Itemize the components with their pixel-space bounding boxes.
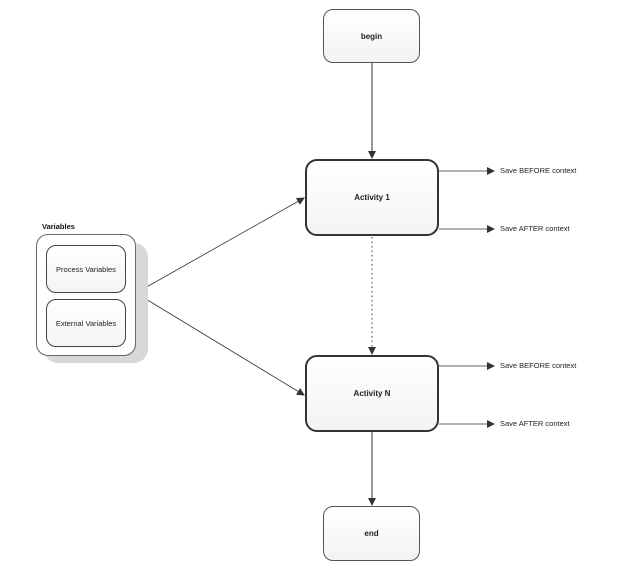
end-node: end	[323, 506, 420, 561]
activity-n-before-label: Save BEFORE context	[500, 361, 577, 370]
activity-n-node: Activity N	[305, 355, 439, 432]
begin-node: begin	[323, 9, 420, 63]
activity-1-node: Activity 1	[305, 159, 439, 236]
process-variables-item: Process Variables	[46, 245, 126, 293]
variables-heading: Variables	[42, 222, 75, 231]
activity-n-after-label: Save AFTER context	[500, 419, 570, 428]
external-variables-item: External Variables	[46, 299, 126, 347]
activity-1-before-label: Save BEFORE context	[500, 166, 577, 175]
edge-variables-to-activity-n	[135, 292, 305, 396]
activity-1-after-label: Save AFTER context	[500, 224, 570, 233]
edge-variables-to-activity-1	[135, 197, 305, 294]
